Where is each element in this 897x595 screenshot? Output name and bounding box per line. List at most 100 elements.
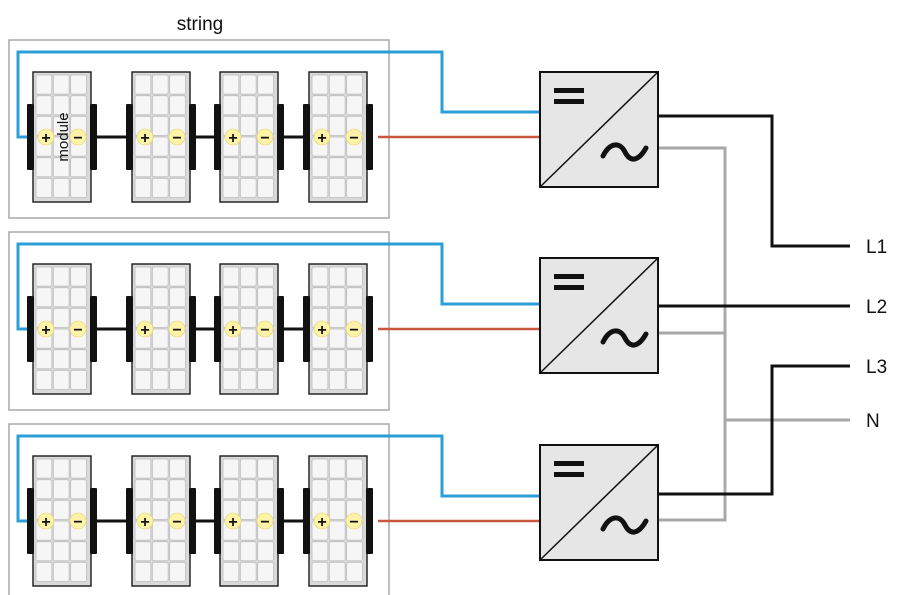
dc-symbol-icon — [554, 285, 584, 290]
module-end-bar — [214, 104, 221, 170]
module-cell — [257, 157, 274, 178]
module-cell — [239, 307, 257, 328]
plus-sign: + — [41, 514, 50, 531]
module-cell — [169, 561, 186, 582]
module-cell — [239, 541, 257, 562]
module-cell — [257, 541, 274, 562]
module-cell — [151, 479, 169, 500]
plus-sign: + — [228, 322, 237, 339]
minus-sign: − — [260, 514, 269, 531]
plus-sign: + — [41, 130, 50, 147]
dc-symbol-icon — [554, 461, 584, 466]
module-cell — [222, 369, 240, 390]
module-cell — [70, 458, 87, 479]
module-cell — [311, 369, 329, 390]
module-cell — [346, 479, 363, 500]
module-cell — [169, 541, 186, 562]
module-cell — [257, 95, 274, 116]
module-cell — [35, 74, 53, 95]
module-cell — [328, 115, 346, 136]
module-cell — [169, 95, 186, 116]
module-cell — [311, 157, 329, 178]
module-cell — [134, 95, 152, 116]
plus-sign: + — [228, 514, 237, 531]
module-cell — [151, 369, 169, 390]
plus-sign: + — [140, 130, 149, 147]
module-cell — [151, 74, 169, 95]
module-cell — [134, 369, 152, 390]
module-cell — [311, 266, 329, 287]
module-cell — [239, 499, 257, 520]
module-cell — [328, 479, 346, 500]
module-cell — [311, 287, 329, 308]
inverters-layer — [539, 71, 659, 561]
pv-string: +−+−+−+− — [8, 231, 540, 411]
module-end-bar — [126, 488, 133, 554]
module-end-bar — [90, 296, 97, 362]
positive-terminal-icon — [37, 512, 55, 530]
module-cell — [328, 349, 346, 370]
pv-module: +− — [214, 263, 284, 395]
dc-symbol-icon — [554, 274, 584, 279]
module-end-bar — [126, 296, 133, 362]
module-cell — [222, 266, 240, 287]
module-cell — [169, 369, 186, 390]
module-cell — [328, 136, 346, 157]
string-frame — [8, 39, 390, 219]
plus-sign: + — [140, 514, 149, 531]
minus-sign: − — [172, 130, 181, 147]
module-cell — [134, 349, 152, 370]
module-cell — [151, 349, 169, 370]
module-cell — [151, 520, 169, 541]
phase-label-l3: L3 — [866, 357, 887, 378]
module-cell — [239, 328, 257, 349]
module-cell — [346, 561, 363, 582]
inverter-divider — [539, 444, 659, 561]
module-cell — [70, 95, 87, 116]
module-cell — [35, 479, 53, 500]
module-cell — [151, 157, 169, 178]
inverter-divider — [539, 257, 659, 374]
module-cell — [257, 458, 274, 479]
dc-symbol-icon — [554, 472, 584, 477]
pv-module: +− — [214, 455, 284, 587]
module-cell — [169, 266, 186, 287]
module-cell — [151, 458, 169, 479]
dc-positive-wire — [16, 242, 540, 331]
module-cell — [311, 95, 329, 116]
pv-module: +− — [303, 263, 373, 395]
module-end-bar — [27, 104, 34, 170]
positive-terminal-icon — [136, 320, 154, 338]
module-cell — [70, 369, 87, 390]
minus-sign: − — [73, 130, 82, 147]
plus-sign: + — [317, 514, 326, 531]
module-cell — [257, 266, 274, 287]
negative-terminal-icon — [256, 320, 274, 338]
module-cell — [328, 499, 346, 520]
module-cell — [70, 479, 87, 500]
dc-symbol-icon — [554, 88, 584, 93]
module-cell — [70, 287, 87, 308]
minus-sign: − — [172, 322, 181, 339]
module-cell — [70, 74, 87, 95]
positive-terminal-icon — [136, 512, 154, 530]
phase-l1-wire — [657, 114, 850, 248]
module-cell — [52, 561, 70, 582]
module-cell — [70, 177, 87, 198]
module-end-bar — [189, 104, 196, 170]
string-label: string — [177, 14, 223, 35]
module-cell — [222, 479, 240, 500]
module-cell — [239, 561, 257, 582]
module-end-bar — [303, 296, 310, 362]
positive-terminal-icon — [224, 512, 242, 530]
module-cell — [257, 369, 274, 390]
module-cell — [134, 458, 152, 479]
string-frame — [8, 423, 390, 595]
module-cell — [222, 157, 240, 178]
module-cell — [52, 458, 70, 479]
negative-terminal-icon — [69, 512, 87, 530]
module-end-bar — [366, 104, 373, 170]
module-cell — [222, 349, 240, 370]
module-cell — [134, 177, 152, 198]
